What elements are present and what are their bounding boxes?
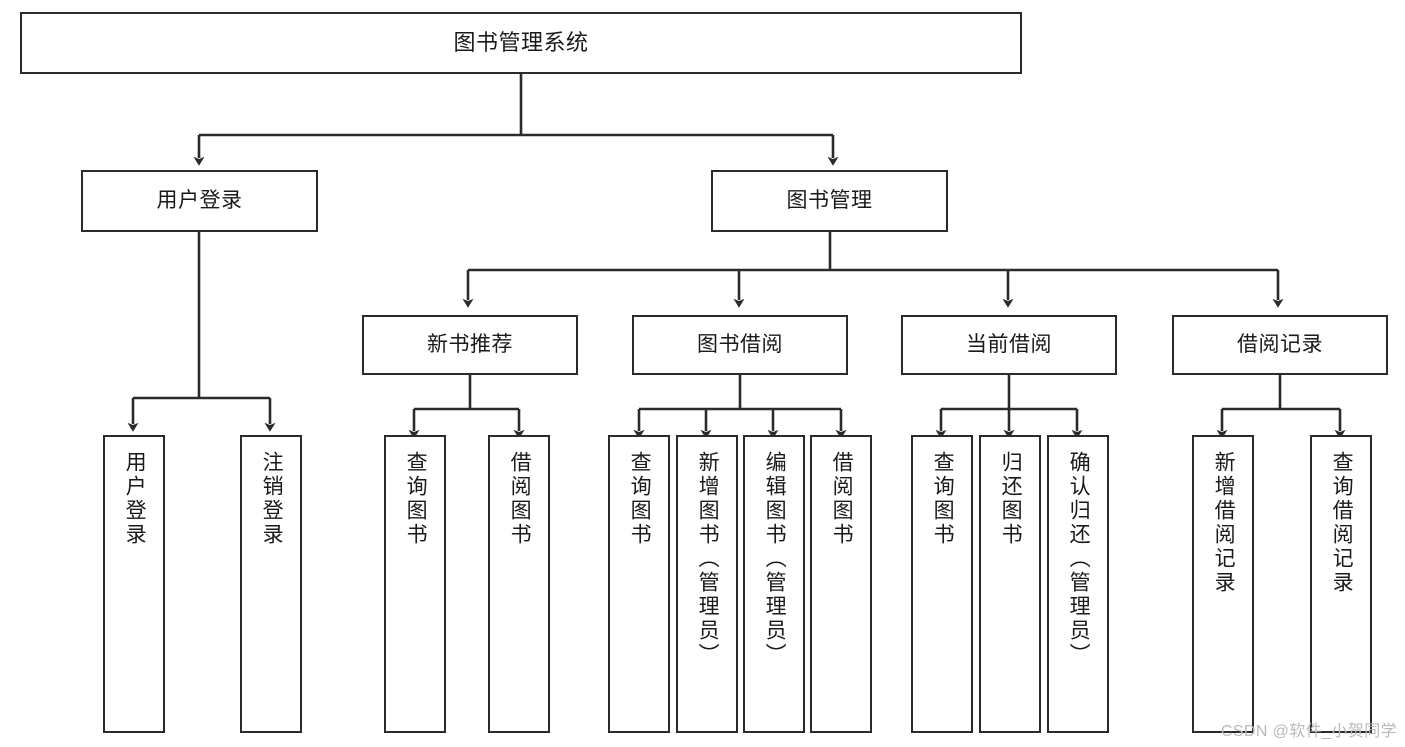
node-label: 借阅记录 [1237, 332, 1323, 356]
node-current-borrow[interactable]: 当前借阅 [901, 315, 1117, 375]
node-book-borrow[interactable]: 图书借阅 [632, 315, 848, 375]
node-label: 新书推荐 [427, 332, 513, 356]
leaf-current-borrow-return-book[interactable]: 归还图书 [979, 435, 1041, 733]
node-label: 图书借阅 [697, 332, 783, 356]
node-label: 新增图书（管理员） [696, 451, 720, 667]
leaf-borrow-record-query-record[interactable]: 查询借阅记录 [1310, 435, 1372, 733]
leaf-current-borrow-confirm-return-admin[interactable]: 确认归还（管理员） [1047, 435, 1109, 733]
leaf-new-book-query-book[interactable]: 查询图书 [384, 435, 446, 733]
node-label: 归还图书 [999, 451, 1023, 547]
node-new-book-recommend[interactable]: 新书推荐 [362, 315, 578, 375]
node-label: 图书管理系统 [453, 30, 589, 56]
leaf-book-borrow-add-book-admin[interactable]: 新增图书（管理员） [676, 435, 738, 733]
node-label: 查询图书 [404, 451, 428, 547]
node-book-management[interactable]: 图书管理 [711, 170, 948, 232]
leaf-user-login-login[interactable]: 用户登录 [103, 435, 165, 733]
node-label: 确认归还（管理员） [1067, 451, 1091, 667]
node-label: 当前借阅 [966, 332, 1052, 356]
leaf-user-login-logout[interactable]: 注销登录 [240, 435, 302, 733]
node-label: 用户登录 [156, 188, 243, 212]
node-label: 查询图书 [931, 451, 955, 547]
leaf-new-book-borrow-book[interactable]: 借阅图书 [488, 435, 550, 733]
node-label: 查询图书 [628, 451, 652, 547]
node-label: 新增借阅记录 [1212, 451, 1236, 595]
node-label: 借阅图书 [830, 451, 854, 547]
leaf-current-borrow-query-book[interactable]: 查询图书 [911, 435, 973, 733]
node-label: 注销登录 [260, 451, 284, 547]
node-label: 借阅图书 [508, 451, 532, 547]
leaf-book-borrow-borrow-book[interactable]: 借阅图书 [810, 435, 872, 733]
node-borrow-record[interactable]: 借阅记录 [1172, 315, 1388, 375]
node-label: 用户登录 [123, 451, 147, 547]
leaf-book-borrow-query-book[interactable]: 查询图书 [608, 435, 670, 733]
leaf-borrow-record-add-record[interactable]: 新增借阅记录 [1192, 435, 1254, 733]
node-label: 编辑图书（管理员） [763, 451, 787, 667]
node-label: 查询借阅记录 [1330, 451, 1354, 595]
node-root-book-management-system[interactable]: 图书管理系统 [20, 12, 1022, 74]
watermark: CSDN @软件_小贺同学 [1220, 723, 1397, 740]
leaf-book-borrow-edit-book-admin[interactable]: 编辑图书（管理员） [743, 435, 805, 733]
node-user-login[interactable]: 用户登录 [81, 170, 318, 232]
node-label: 图书管理 [786, 188, 873, 212]
